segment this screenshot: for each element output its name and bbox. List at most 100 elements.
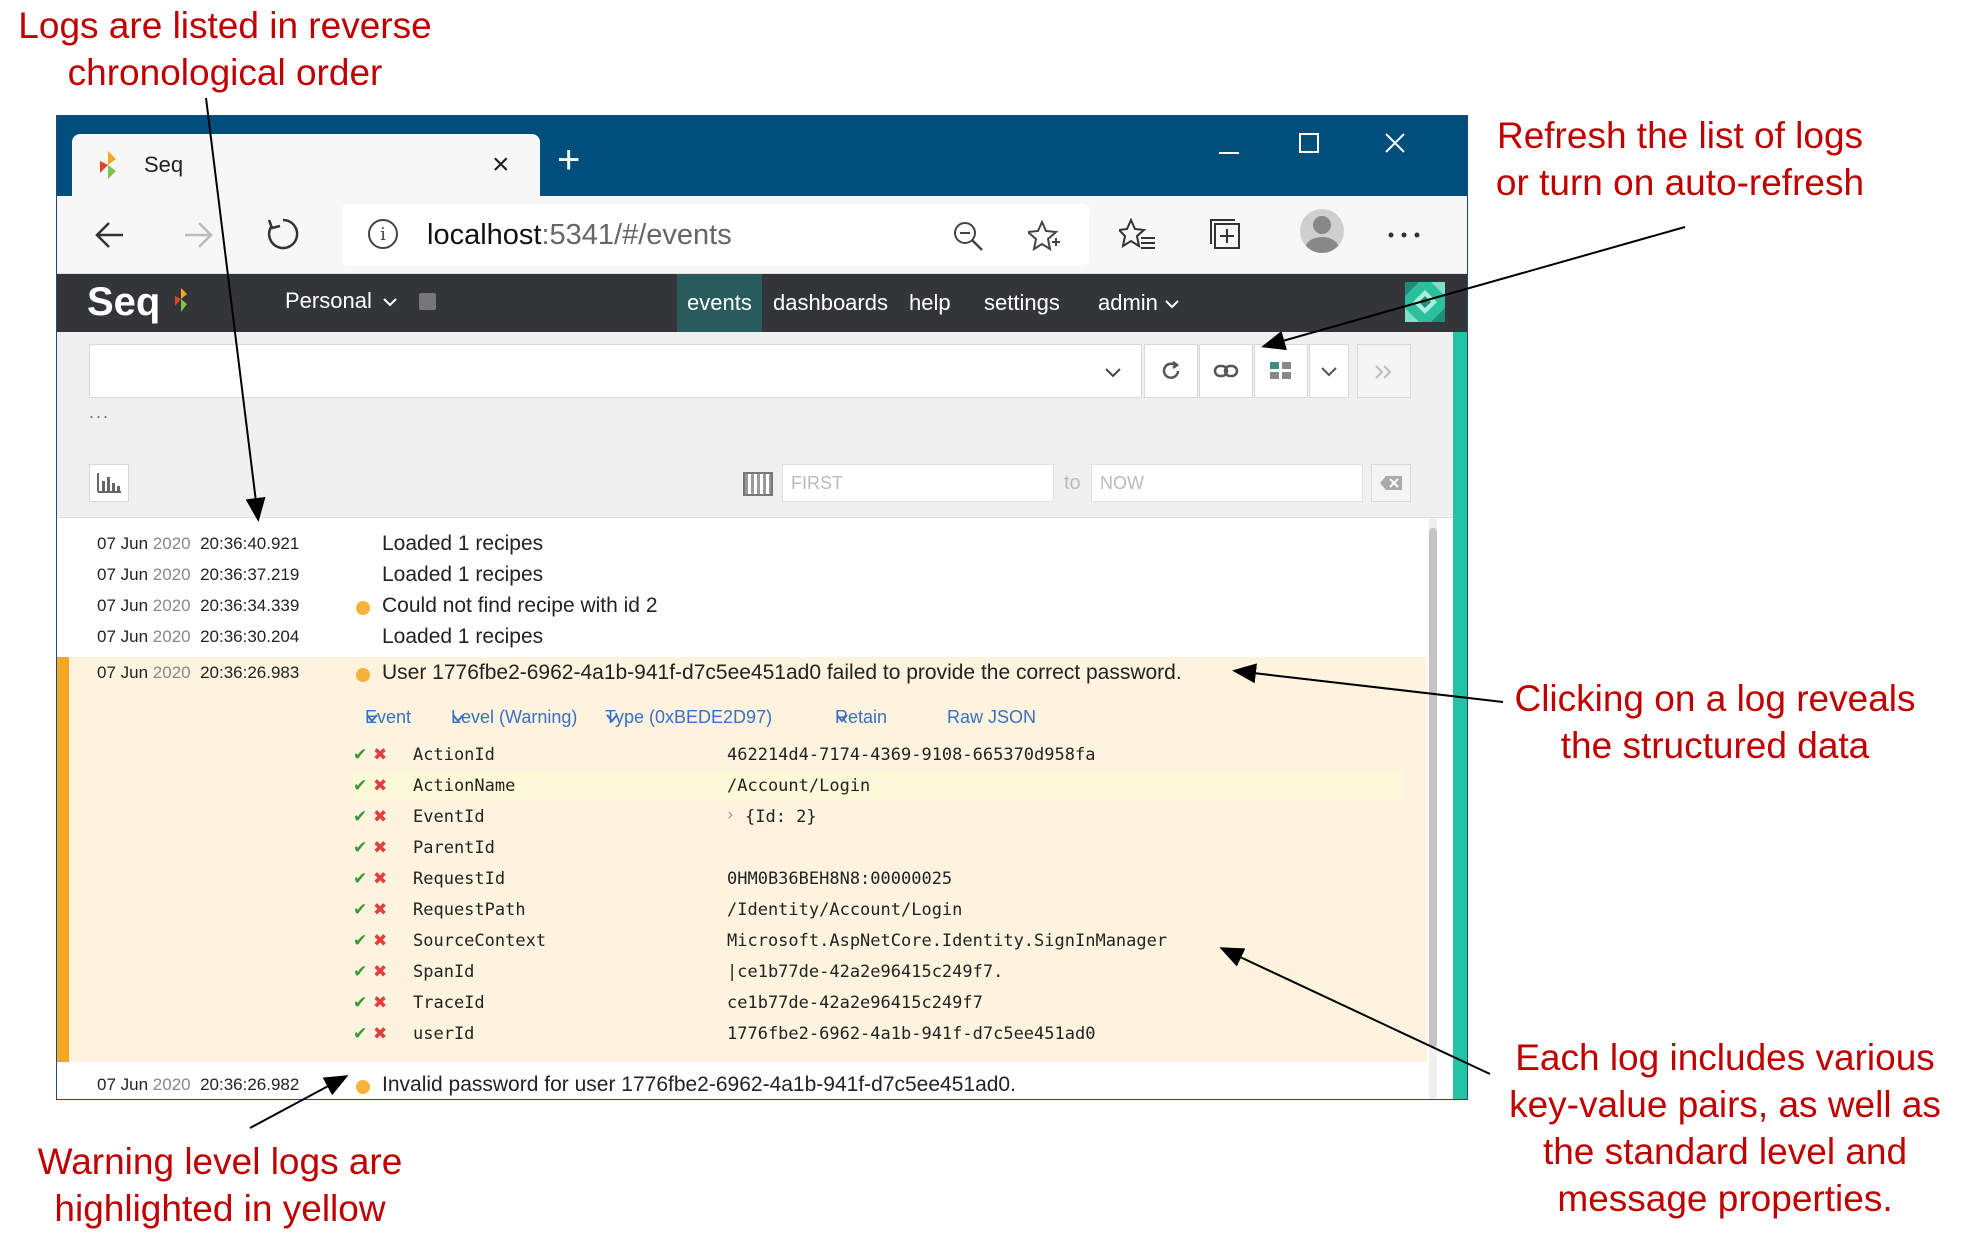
collections-icon[interactable] — [1207, 216, 1243, 252]
save-workspace-icon[interactable] — [419, 293, 436, 310]
chevron-down-icon — [836, 714, 848, 723]
exclude-filter-icon[interactable]: ✖ — [373, 1024, 388, 1044]
signals-grid-icon — [1270, 362, 1291, 379]
nav-admin[interactable]: admin — [1098, 274, 1180, 332]
tab-raw-json[interactable]: Raw JSON — [947, 707, 1037, 727]
expand-panel-button[interactable] — [1357, 344, 1411, 398]
include-filter-icon[interactable]: ✔ — [353, 993, 368, 1013]
histogram-button[interactable] — [89, 464, 129, 502]
browser-tab[interactable]: Seq × — [72, 134, 540, 196]
search-input[interactable] — [89, 344, 1142, 398]
property-value: /Account/Login — [727, 776, 871, 796]
chevron-down-icon — [1165, 300, 1179, 309]
back-icon[interactable] — [93, 218, 127, 252]
user-identicon-icon[interactable] — [1405, 282, 1445, 322]
window-close-icon[interactable] — [1383, 131, 1407, 155]
include-filter-icon[interactable]: ✔ — [353, 807, 368, 827]
new-tab-icon[interactable]: + — [557, 138, 581, 182]
property-row[interactable]: ✔✖ SpanId |ce1b77de-42a2e96415c249f7. — [353, 956, 1403, 987]
link-icon — [1213, 364, 1239, 378]
event-list-scrollbar[interactable] — [1429, 518, 1437, 1099]
auto-refresh-button[interactable] — [1199, 344, 1253, 398]
nav-dashboards[interactable]: dashboards — [773, 290, 888, 315]
expanded-event[interactable]: 07 Jun 2020 20:36:26.983 User 1776fbe2-6… — [57, 657, 1427, 1062]
clear-date-button[interactable] — [1371, 464, 1411, 502]
seq-logo[interactable]: Seq — [87, 280, 161, 324]
property-row[interactable]: ✔✖ RequestPath /Identity/Account/Login — [353, 894, 1403, 925]
event-row[interactable]: 07 Jun 2020 20:36:40.921 Loaded 1 recipe… — [57, 528, 1427, 560]
tab-type[interactable]: Type (0xBEDE2D97) — [605, 707, 772, 728]
chevron-down-icon[interactable] — [1103, 363, 1123, 383]
property-row[interactable]: ✔✖ SourceContext Microsoft.AspNetCore.Id… — [353, 925, 1403, 956]
date-to-input[interactable]: NOW — [1091, 464, 1363, 502]
include-filter-icon[interactable]: ✔ — [353, 838, 368, 858]
tab-close-icon[interactable]: × — [492, 148, 510, 181]
workspace-label: Personal — [285, 288, 372, 313]
star-add-icon[interactable] — [1028, 220, 1060, 252]
chevron-down-icon — [366, 714, 378, 723]
double-chevron-right-icon — [1375, 365, 1392, 379]
event-timestamp: 07 Jun 2020 20:36:30.204 — [97, 627, 299, 647]
nav-events[interactable]: events — [677, 274, 762, 332]
exclude-filter-icon[interactable]: ✖ — [373, 807, 388, 827]
property-row[interactable]: ✔✖ ActionName /Account/Login — [353, 770, 1403, 801]
nav-settings[interactable]: settings — [984, 290, 1060, 315]
calendar-icon[interactable] — [743, 472, 773, 496]
filter-more[interactable]: ... — [89, 402, 111, 422]
exclude-filter-icon[interactable]: ✖ — [373, 745, 388, 765]
refresh-icon[interactable] — [265, 216, 301, 252]
annotation-refresh: Refresh the list of logs or turn on auto… — [1470, 112, 1890, 206]
exclude-filter-icon[interactable]: ✖ — [373, 962, 388, 982]
property-row[interactable]: ✔✖ TraceId ce1b77de-42a2e96415c249f7 — [353, 987, 1403, 1018]
exclude-filter-icon[interactable]: ✖ — [373, 900, 388, 920]
exclude-filter-icon[interactable]: ✖ — [373, 838, 388, 858]
date-from-input[interactable]: FIRST — [782, 464, 1054, 502]
annotation-line: key-value pairs, as well as — [1509, 1084, 1941, 1125]
property-row[interactable]: ✔✖ userId 1776fbe2-6962-4a1b-941f-d7c5ee… — [353, 1018, 1403, 1049]
nav-help[interactable]: help — [909, 290, 951, 315]
exclude-filter-icon[interactable]: ✖ — [373, 931, 388, 951]
expand-chevron-icon[interactable]: › — [727, 805, 734, 825]
include-filter-icon[interactable]: ✔ — [353, 1024, 368, 1044]
event-row[interactable]: 07 Jun 2020 20:36:34.339 Could not find … — [57, 590, 1427, 622]
minimize-icon[interactable] — [1217, 141, 1241, 165]
property-row[interactable]: ✔✖ ParentId — [353, 832, 1403, 863]
maximize-icon[interactable] — [1297, 131, 1321, 155]
signals-dropdown-button[interactable] — [1309, 344, 1349, 398]
url-bar[interactable]: i localhost:5341/#/events — [342, 204, 1089, 266]
property-key: SpanId — [413, 962, 475, 982]
url-text[interactable]: localhost:5341/#/events — [427, 219, 732, 252]
include-filter-icon[interactable]: ✔ — [353, 745, 368, 765]
tab-level[interactable]: Level (Warning) — [451, 707, 577, 728]
include-filter-icon[interactable]: ✔ — [353, 776, 368, 796]
property-key: TraceId — [413, 993, 485, 1013]
property-row[interactable]: ✔✖ EventId › {Id: 2} — [353, 801, 1403, 832]
exclude-filter-icon[interactable]: ✖ — [373, 869, 388, 889]
include-filter-icon[interactable]: ✔ — [353, 900, 368, 920]
exclude-filter-icon[interactable]: ✖ — [373, 993, 388, 1013]
scrollbar-thumb[interactable] — [1429, 528, 1437, 1048]
property-value: 1776fbe2-6962-4a1b-941f-d7c5ee451ad0 — [727, 1024, 1096, 1044]
event-row[interactable]: 07 Jun 2020 20:36:30.204 Loaded 1 recipe… — [57, 621, 1427, 653]
zoom-icon[interactable] — [952, 220, 984, 252]
property-row[interactable]: ✔✖ ActionId 462214d4-7174-4369-9108-6653… — [353, 739, 1403, 770]
workspace-dropdown[interactable]: Personal — [285, 288, 398, 314]
event-row[interactable]: 07 Jun 2020 20:36:37.219 Loaded 1 recipe… — [57, 559, 1427, 591]
include-filter-icon[interactable]: ✔ — [353, 869, 368, 889]
event-row[interactable]: 07 Jun 2020 20:36:26.982 Invalid passwor… — [57, 1069, 1427, 1099]
property-row[interactable]: ✔✖ RequestId 0HM0B36BEH8N8:00000025 — [353, 863, 1403, 894]
tab-retain[interactable]: Retain — [835, 707, 887, 728]
more-icon[interactable] — [1387, 230, 1421, 240]
annotation-reverse-order: Logs are listed in reverse chronological… — [10, 2, 440, 96]
refresh-button[interactable] — [1144, 344, 1198, 398]
exclude-filter-icon[interactable]: ✖ — [373, 776, 388, 796]
favorites-icon[interactable] — [1119, 218, 1155, 252]
profile-icon[interactable] — [1300, 209, 1344, 253]
info-icon[interactable]: i — [368, 219, 398, 249]
tab-event[interactable]: Event — [365, 707, 411, 728]
include-filter-icon[interactable]: ✔ — [353, 931, 368, 951]
include-filter-icon[interactable]: ✔ — [353, 962, 368, 982]
event-row[interactable]: 07 Jun 2020 20:36:26.983 User 1776fbe2-6… — [57, 657, 1427, 689]
signals-button[interactable] — [1254, 344, 1308, 398]
refresh-icon — [1162, 361, 1180, 379]
